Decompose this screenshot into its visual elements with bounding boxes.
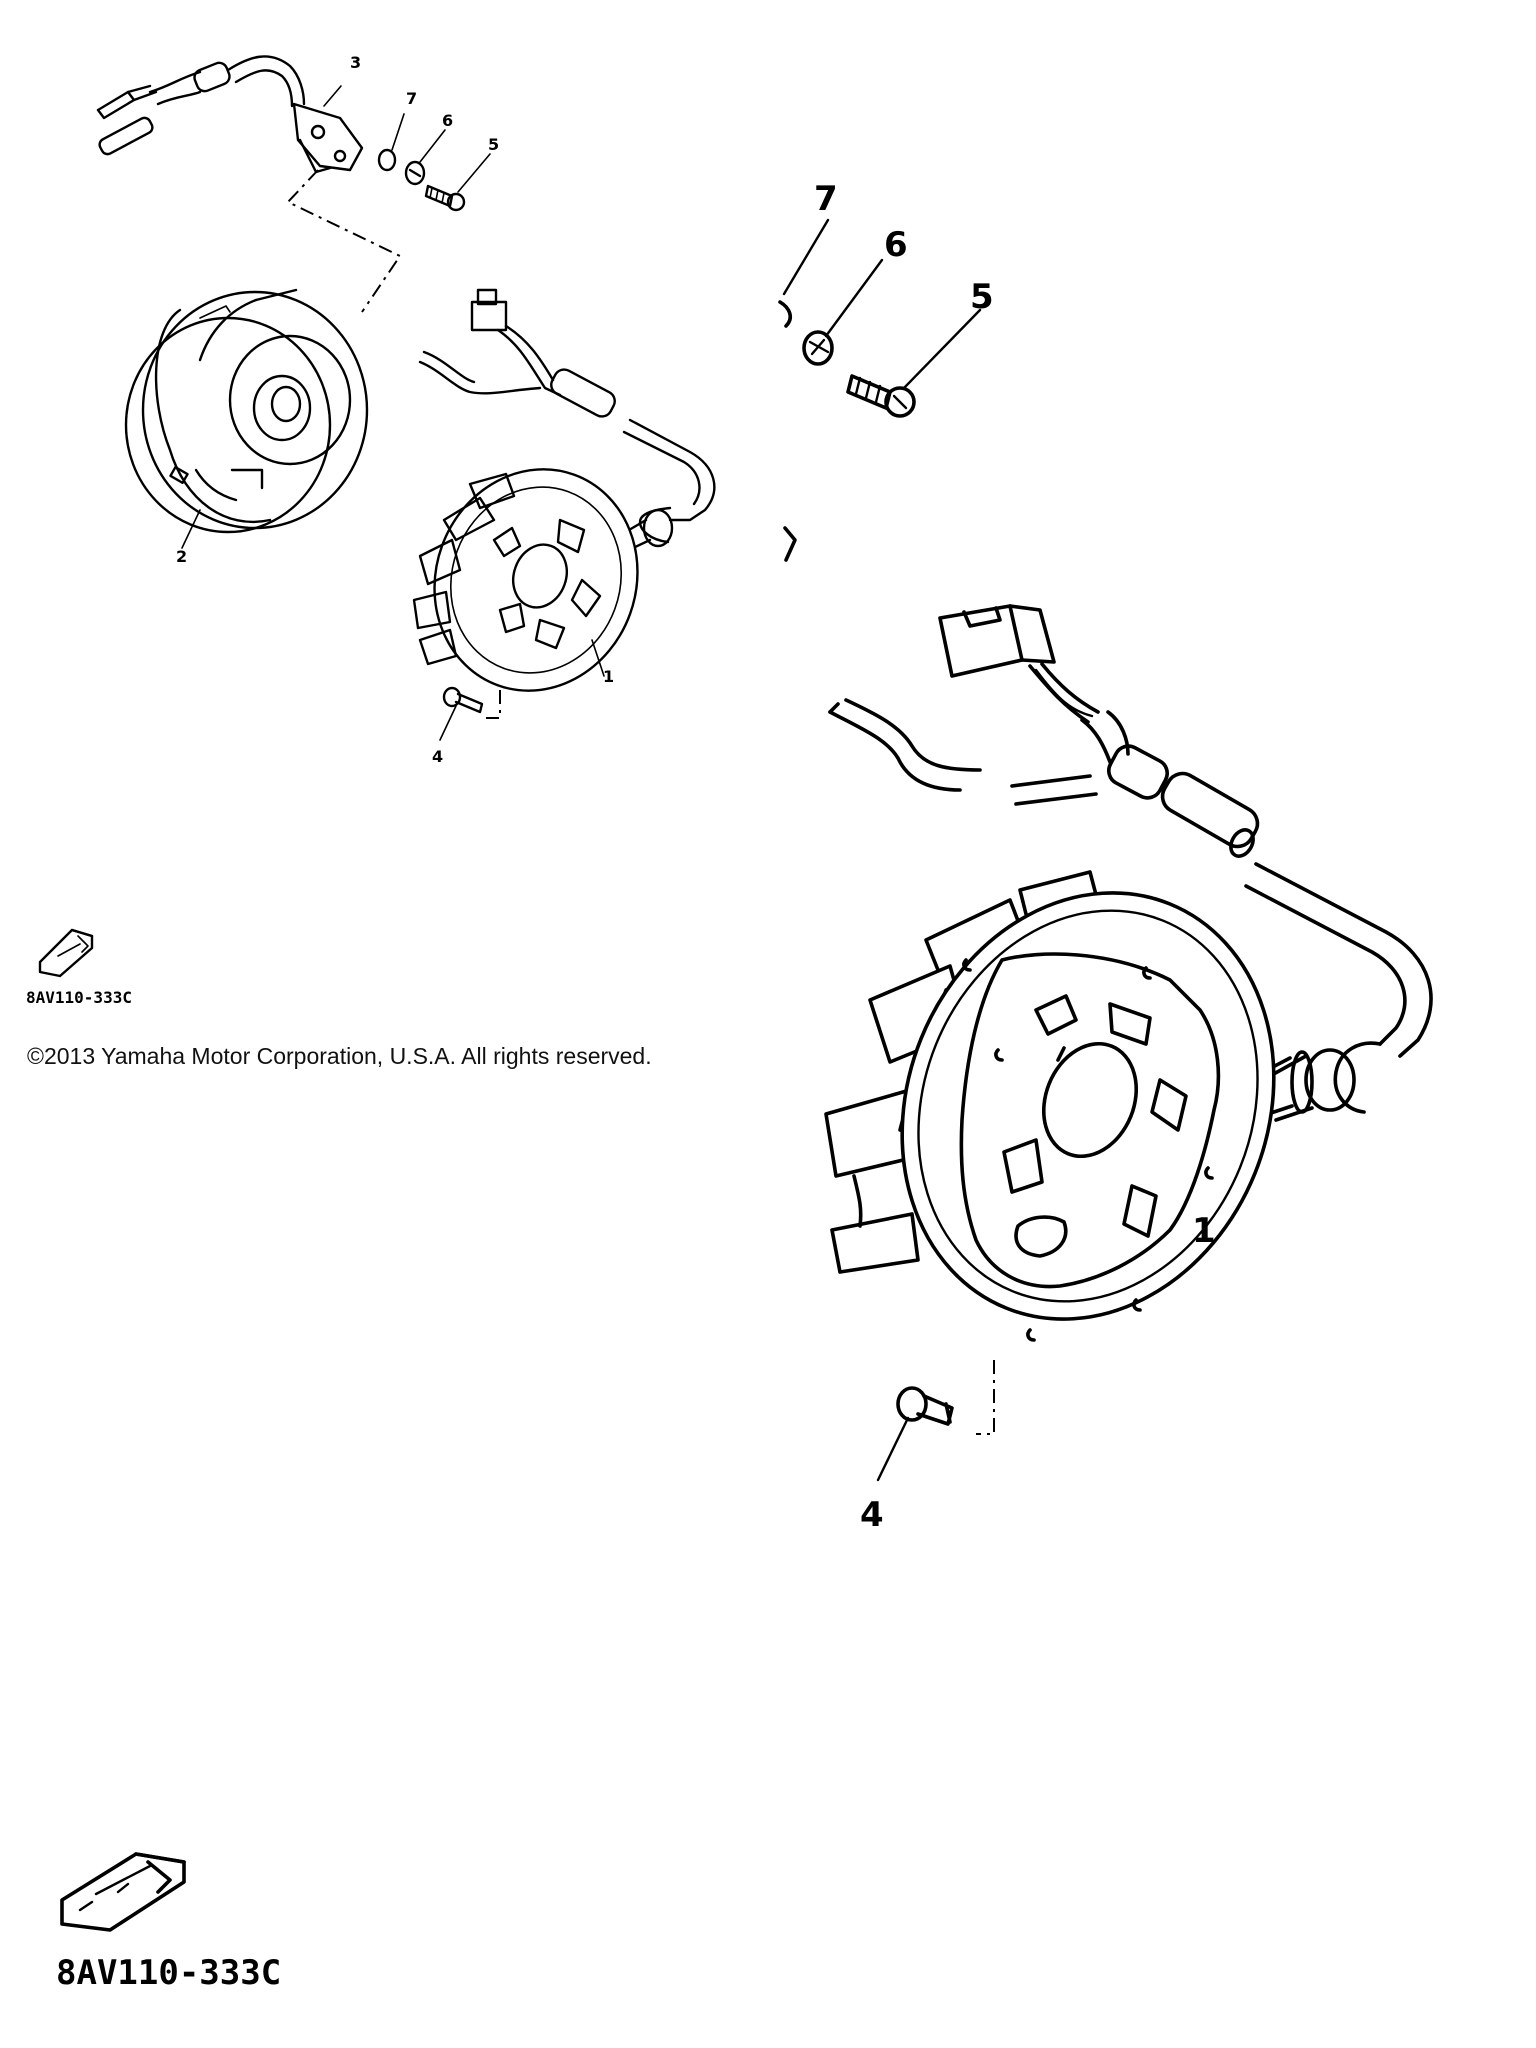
rotor-small xyxy=(124,288,369,534)
hardware-large xyxy=(778,300,916,562)
leader-6-large xyxy=(824,258,884,338)
part-code-small: 8AV110-333C xyxy=(26,988,132,1007)
stator-connector-large xyxy=(938,604,1024,678)
pickup-coil-small xyxy=(96,55,364,174)
callout-6-small: 6 xyxy=(442,111,453,130)
leader-3-small xyxy=(323,85,342,107)
callout-1-small: 1 xyxy=(603,667,614,686)
part-code-large: 8AV110-333C xyxy=(56,1953,281,1993)
hardware-small xyxy=(377,148,466,212)
stator-connector-small xyxy=(470,300,508,332)
callout-4-small: 4 xyxy=(432,747,443,766)
screw-large xyxy=(846,374,892,410)
callout-1-large: 1 xyxy=(1192,1211,1216,1251)
callout-7-small: 7 xyxy=(406,89,417,108)
callout-4-large: 4 xyxy=(860,1495,884,1535)
callout-6-large: 6 xyxy=(884,225,908,265)
leader-6-small xyxy=(419,129,446,163)
leader-1-small xyxy=(591,639,605,677)
leader-5-large xyxy=(902,308,982,390)
callout-5-large: 5 xyxy=(970,277,994,317)
callout-2-small: 2 xyxy=(176,547,187,566)
leader-4-large xyxy=(876,1416,910,1482)
copyright-notice: ©2013 Yamaha Motor Corporation, U.S.A. A… xyxy=(27,1043,652,1069)
fwd-arrow-icon xyxy=(38,928,94,978)
callout-7-large: 7 xyxy=(814,179,838,219)
stator-screw-small xyxy=(442,686,484,714)
fwd-arrow-icon xyxy=(60,1852,186,1932)
stator-screw-large xyxy=(896,1386,954,1426)
small-view: 1 2 3 4 5 6 7 8AV110-333C xyxy=(26,53,716,1007)
washer-small xyxy=(377,148,397,172)
callout-3-small: 3 xyxy=(350,53,361,72)
leader-7-large xyxy=(782,218,830,296)
leader-4-small xyxy=(439,705,457,741)
callout-5-small: 5 xyxy=(488,135,499,154)
large-view: 1 4 5 6 7 8AV110-333C xyxy=(56,179,1433,1993)
leader-7-small xyxy=(391,113,405,151)
alignment-mark-large xyxy=(783,526,797,562)
leader-2-small xyxy=(181,509,201,549)
stator-large xyxy=(824,870,1276,1435)
stator-small xyxy=(412,288,716,719)
alignment-line-small xyxy=(286,169,402,313)
stator-harness-large xyxy=(828,604,1433,1122)
lock-washer-large xyxy=(802,330,834,366)
washer-large xyxy=(778,300,793,328)
leader-5-small xyxy=(457,153,491,193)
lock-washer-small xyxy=(404,160,426,186)
